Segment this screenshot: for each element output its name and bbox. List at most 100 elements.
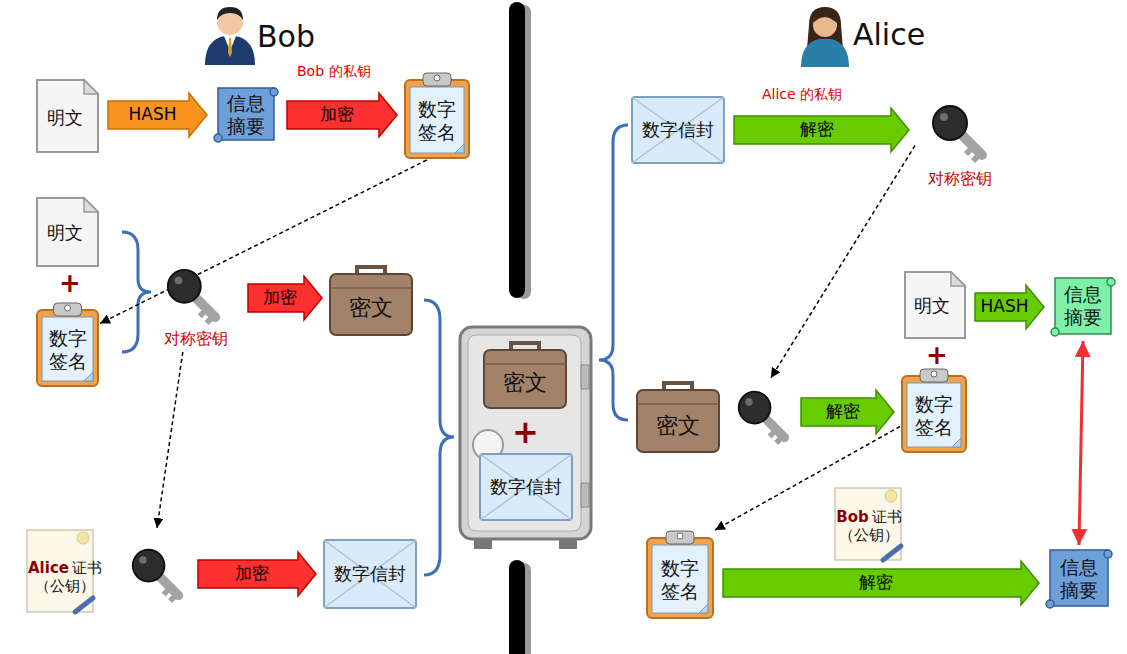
digital-envelope: 数字信封 xyxy=(478,452,574,522)
block-arrow xyxy=(287,93,397,137)
digital-envelope: 数字信封 xyxy=(322,538,418,610)
icon-part xyxy=(951,272,965,286)
icon-part xyxy=(637,390,719,452)
icon-part xyxy=(484,350,566,408)
icon-part xyxy=(37,310,98,386)
icon-part xyxy=(905,272,965,338)
text-area: 密文 xyxy=(330,284,412,332)
text-block: 数字信封 xyxy=(490,476,562,498)
head xyxy=(813,13,837,37)
block-arrow xyxy=(734,108,909,152)
signature-clipboard: 数字签名 xyxy=(35,302,100,388)
text-block: 数字签名 xyxy=(415,98,459,144)
text-block: 对称密钥 xyxy=(928,169,992,188)
node-text: 数字信封 xyxy=(642,119,714,140)
arrow-label: 加密 xyxy=(320,105,354,125)
compare-arrow xyxy=(1079,341,1083,545)
safe-box: + 密文数字信封 xyxy=(458,325,593,553)
text-area: 密文 xyxy=(637,402,719,450)
block-arrow xyxy=(108,93,207,137)
text-block: 密文 xyxy=(656,413,700,439)
node-text: 数字信封 xyxy=(334,563,406,584)
certificate: Bob证书（公钥） xyxy=(833,486,905,564)
text-area: 对称密钥 xyxy=(152,328,240,350)
icon-part xyxy=(164,588,171,595)
icon-part xyxy=(54,303,82,316)
document-icon: 明文 xyxy=(35,196,100,268)
icon-part xyxy=(455,144,464,153)
icon-part xyxy=(883,546,901,560)
text-block: 数字签名 xyxy=(658,557,702,603)
dashed-arrow xyxy=(771,146,915,379)
icon-part xyxy=(480,454,572,520)
text-area: 信息摘要 xyxy=(1057,555,1101,603)
icon-part xyxy=(933,106,982,161)
text-area: Bob证书（公钥） xyxy=(833,504,905,548)
text-area: 数字信封 xyxy=(633,114,723,146)
icon-part xyxy=(666,531,694,544)
icon-part xyxy=(581,483,589,507)
key-caption: Alice 的私钥 xyxy=(762,86,842,102)
icon-part xyxy=(1107,278,1115,286)
icon-part xyxy=(1104,550,1112,558)
icon-part xyxy=(75,598,93,612)
person-name: Bob xyxy=(257,20,315,55)
icon-part xyxy=(139,556,146,563)
node-text: 密文 xyxy=(656,413,700,438)
node-text: 信息摘要 xyxy=(1064,283,1102,328)
icon-part xyxy=(405,80,469,158)
brace xyxy=(599,125,628,420)
icon-part xyxy=(84,372,93,381)
icon-part xyxy=(885,490,897,502)
icon-part xyxy=(835,488,901,560)
fringe xyxy=(813,12,837,23)
icon-part xyxy=(324,540,416,608)
brace xyxy=(424,300,454,575)
text-block: 数字签名 xyxy=(45,327,90,373)
node-text: 密文 xyxy=(503,370,547,395)
icon-part xyxy=(330,274,412,335)
text-block: 数字信封 xyxy=(334,563,406,585)
node-text: 证书 xyxy=(872,508,902,526)
block-arrow xyxy=(975,285,1044,329)
node-text: 明文 xyxy=(47,107,83,128)
icon-part xyxy=(745,398,752,405)
arrow-label: 解密 xyxy=(826,402,860,422)
arrow-label: 解密 xyxy=(859,573,893,593)
text-area: 数字签名 xyxy=(658,552,702,608)
brace xyxy=(122,125,628,575)
ciphertext-briefcase: 密文 xyxy=(482,338,568,410)
icon-part xyxy=(776,437,783,444)
text-block: 对称密钥 xyxy=(164,329,228,348)
text-area: 明文 xyxy=(906,282,958,330)
icon-part xyxy=(966,147,973,154)
bar xyxy=(509,568,525,654)
block-arrow xyxy=(198,552,316,596)
node-text: （公钥） xyxy=(28,577,102,595)
node-text: 信息摘要 xyxy=(1060,556,1098,601)
icon-part xyxy=(770,430,777,437)
arrow-label: HASH xyxy=(981,297,1029,317)
text-block: 信息摘要 xyxy=(1061,283,1105,329)
tie xyxy=(228,38,232,57)
icon-part xyxy=(699,604,708,613)
node-text: 信息摘要 xyxy=(227,92,265,137)
icon-part xyxy=(460,327,591,539)
node-text: + xyxy=(512,413,539,451)
signature-clipboard: 数字签名 xyxy=(403,72,471,160)
node-text: 数字签名 xyxy=(661,557,699,602)
node-text: Alice xyxy=(28,559,69,577)
brace xyxy=(122,232,151,352)
text-area: 明文 xyxy=(39,208,91,258)
person-name: Alice xyxy=(853,18,925,53)
icon-part xyxy=(677,533,683,539)
text-area: 密文 xyxy=(484,360,566,406)
icon-part xyxy=(133,550,165,582)
node-text: Bob xyxy=(836,508,868,526)
block-arrow xyxy=(801,390,894,434)
icon-part xyxy=(952,438,961,447)
plus-sign: + xyxy=(59,269,81,299)
suit xyxy=(205,36,255,65)
document-icon: 明文 xyxy=(903,270,967,340)
